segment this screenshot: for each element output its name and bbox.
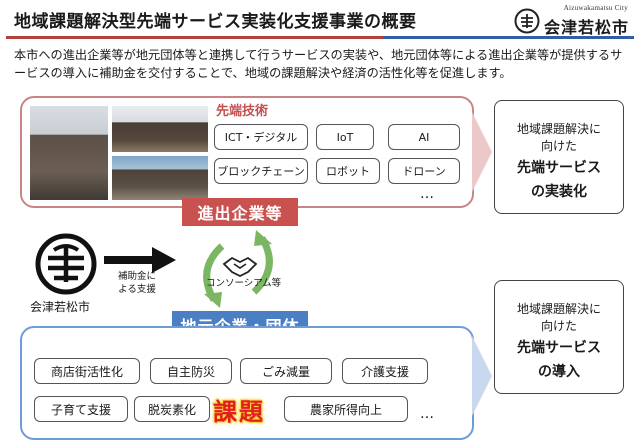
city-emblem-icon: [514, 8, 540, 34]
chevron-right-icon: [472, 112, 492, 192]
consortium-label: コンソーシアム等: [206, 278, 282, 289]
incoming-companies-label: 進出企業等: [182, 198, 298, 226]
building-photo-3: [112, 156, 208, 200]
outcome-1-line-4: の実装化: [531, 184, 587, 200]
outcome-2-line-3: 先端サービス: [517, 340, 601, 356]
issue-more: …: [420, 406, 434, 422]
photo-collage: [30, 106, 208, 200]
issue-decarbonization: 脱炭素化: [134, 396, 210, 422]
tech-item-ict: ICT・デジタル: [214, 124, 308, 150]
building-photo-1: [30, 106, 108, 200]
issue-waste-reduction: ごみ減量: [240, 358, 332, 384]
building-photo-2: [112, 106, 208, 152]
city-emblem-large-icon: [35, 233, 97, 295]
chevron-right-icon-2: [472, 336, 492, 416]
outcome-2-line-2: 向けた: [540, 319, 577, 333]
title-rule: [6, 36, 634, 39]
outcome-introduction: 地域課題解決に 向けた 先端サービス の導入: [494, 280, 624, 394]
subsidy-line-1: 補助金に: [118, 271, 157, 282]
tech-item-blockchain: ブロックチェーン: [214, 158, 308, 184]
issue-farmer-income: 農家所得向上: [284, 396, 408, 422]
subsidy-line-2: よる支援: [118, 284, 156, 295]
issue-disaster-prevention: 自主防災: [150, 358, 232, 384]
tech-heading: 先端技術: [216, 104, 269, 119]
tech-panel: 先端技術 ICT・デジタル IoT AI ブロックチェーン ロボット ドローン …: [20, 96, 474, 208]
tech-item-iot: IoT: [316, 124, 374, 150]
page-title: 地域課題解決型先端サービス実装化支援事業の概要: [14, 12, 417, 32]
outcome-2-line-1: 地域課題解決に: [516, 302, 601, 316]
issue-shopping-street: 商店街活性化: [34, 358, 140, 384]
issues-panel: 商店街活性化 自主防災 ごみ減量 介護支援 子育て支援 脱炭素化 農家所得向上 …: [20, 326, 474, 440]
handshake-icon: [222, 256, 258, 278]
outcome-2-line-4: の導入: [538, 364, 580, 380]
city-name: 会津若松市: [30, 300, 91, 314]
outcome-1-line-3: 先端サービス: [517, 160, 601, 176]
intro-text: 本市への進出企業等が地元団体等と連携して行うサービスの実装や、地元団体等による進…: [14, 48, 623, 80]
logo-name: 会津若松市: [544, 18, 630, 37]
issues-badge: 課題: [213, 398, 265, 426]
outcome-1-line-2: 向けた: [540, 139, 577, 153]
outcome-implementation: 地域課題解決に 向けた 先端サービス の実装化: [494, 100, 624, 214]
tech-item-ai: AI: [388, 124, 460, 150]
city-logo: Aizuwakamatsu City 会津若松市: [514, 4, 632, 37]
logo-romaji: Aizuwakamatsu City: [563, 4, 628, 12]
subsidy-arrow-icon: [104, 247, 176, 273]
tech-item-drone: ドローン: [388, 158, 460, 184]
issue-care-support: 介護支援: [342, 358, 428, 384]
cycle-arrows-icon: [203, 230, 273, 308]
tech-more: …: [420, 186, 434, 202]
tech-item-robot: ロボット: [316, 158, 380, 184]
outcome-1-line-1: 地域課題解決に: [516, 122, 601, 136]
issue-childcare: 子育て支援: [34, 396, 128, 422]
subsidy-note: 補助金に よる支援: [118, 270, 156, 296]
